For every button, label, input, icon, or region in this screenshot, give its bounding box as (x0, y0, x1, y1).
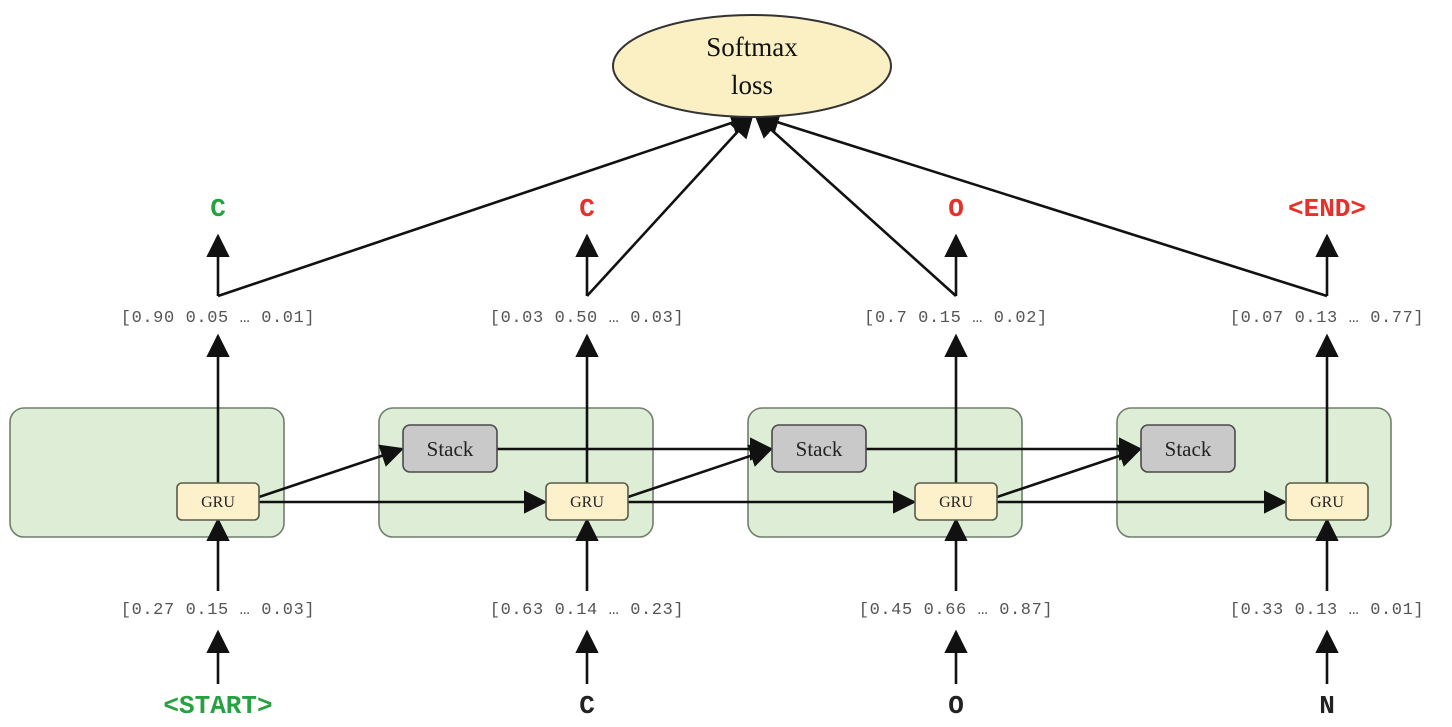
gru-label-3: GRU (939, 494, 973, 511)
stack-box-4 (1140, 424, 1236, 473)
output-token-3: O (948, 194, 964, 224)
stack-box-3 (771, 424, 867, 473)
output-token-2: C (579, 194, 595, 224)
stack-box-2 (402, 424, 498, 473)
output-vectors: [0.90 0.05 … 0.01] [0.03 0.50 … 0.03] [0… (92, 300, 1449, 330)
arrows-layer (206, 111, 1339, 684)
softmax-loss-label-line2: loss (731, 70, 773, 100)
output-vector-4: [0.07 0.13 … 0.77] (1230, 309, 1424, 328)
softmax-loss-node: Softmax loss (612, 14, 892, 118)
arrow-gru3-to-stack4 (996, 444, 1143, 499)
gru-label-1: GRU (201, 494, 235, 511)
stack-label-4: Stack (1165, 437, 1212, 461)
output-tokens: C C O <END> (210, 194, 1366, 224)
output-vector-1: [0.90 0.05 … 0.01] (121, 309, 315, 328)
output-vector-2: [0.03 0.50 … 0.03] (490, 309, 684, 328)
input-token-1: <START> (163, 691, 272, 721)
output-token-4: <END> (1288, 194, 1366, 224)
softmax-loss-ellipse (612, 14, 892, 118)
input-token-3: O (948, 691, 964, 721)
input-vector-2: [0.63 0.14 … 0.23] (490, 601, 684, 620)
input-vectors: [0.27 0.15 … 0.03] [0.63 0.14 … 0.23] [0… (121, 601, 1424, 620)
input-tokens: <START> C O N (163, 691, 1334, 721)
arrow-output-to-loss-2 (586, 114, 754, 297)
gru-box-3 (914, 482, 998, 521)
arrow-gru1-to-stack2 (258, 444, 405, 499)
arrow-output-to-loss-4 (755, 111, 1328, 298)
input-vector-3: [0.45 0.66 … 0.87] (859, 601, 1053, 620)
stack-label-3: Stack (796, 437, 843, 461)
gru-box-1 (176, 482, 260, 521)
input-token-4: N (1319, 691, 1335, 721)
arrow-gru2-to-stack3 (627, 444, 774, 499)
arrow-output-to-loss-1 (217, 111, 755, 298)
arrow-output-to-loss-3 (754, 114, 957, 297)
gru-layer: GRU GRU GRU GRU (176, 482, 1369, 521)
stack-label-2: Stack (427, 437, 474, 461)
input-token-2: C (579, 691, 595, 721)
softmax-loss-label-line1: Softmax (706, 32, 798, 62)
input-vector-1: [0.27 0.15 … 0.03] (121, 601, 315, 620)
input-vector-4: [0.33 0.13 … 0.01] (1230, 601, 1424, 620)
gru-label-2: GRU (570, 494, 604, 511)
output-token-1: C (210, 194, 226, 224)
gru-box-4 (1285, 482, 1369, 521)
gru-box-2 (545, 482, 629, 521)
output-vector-3: [0.7 0.15 … 0.02] (864, 309, 1048, 328)
gru-label-4: GRU (1310, 494, 1344, 511)
stack-layer: Stack Stack Stack (402, 424, 1236, 473)
